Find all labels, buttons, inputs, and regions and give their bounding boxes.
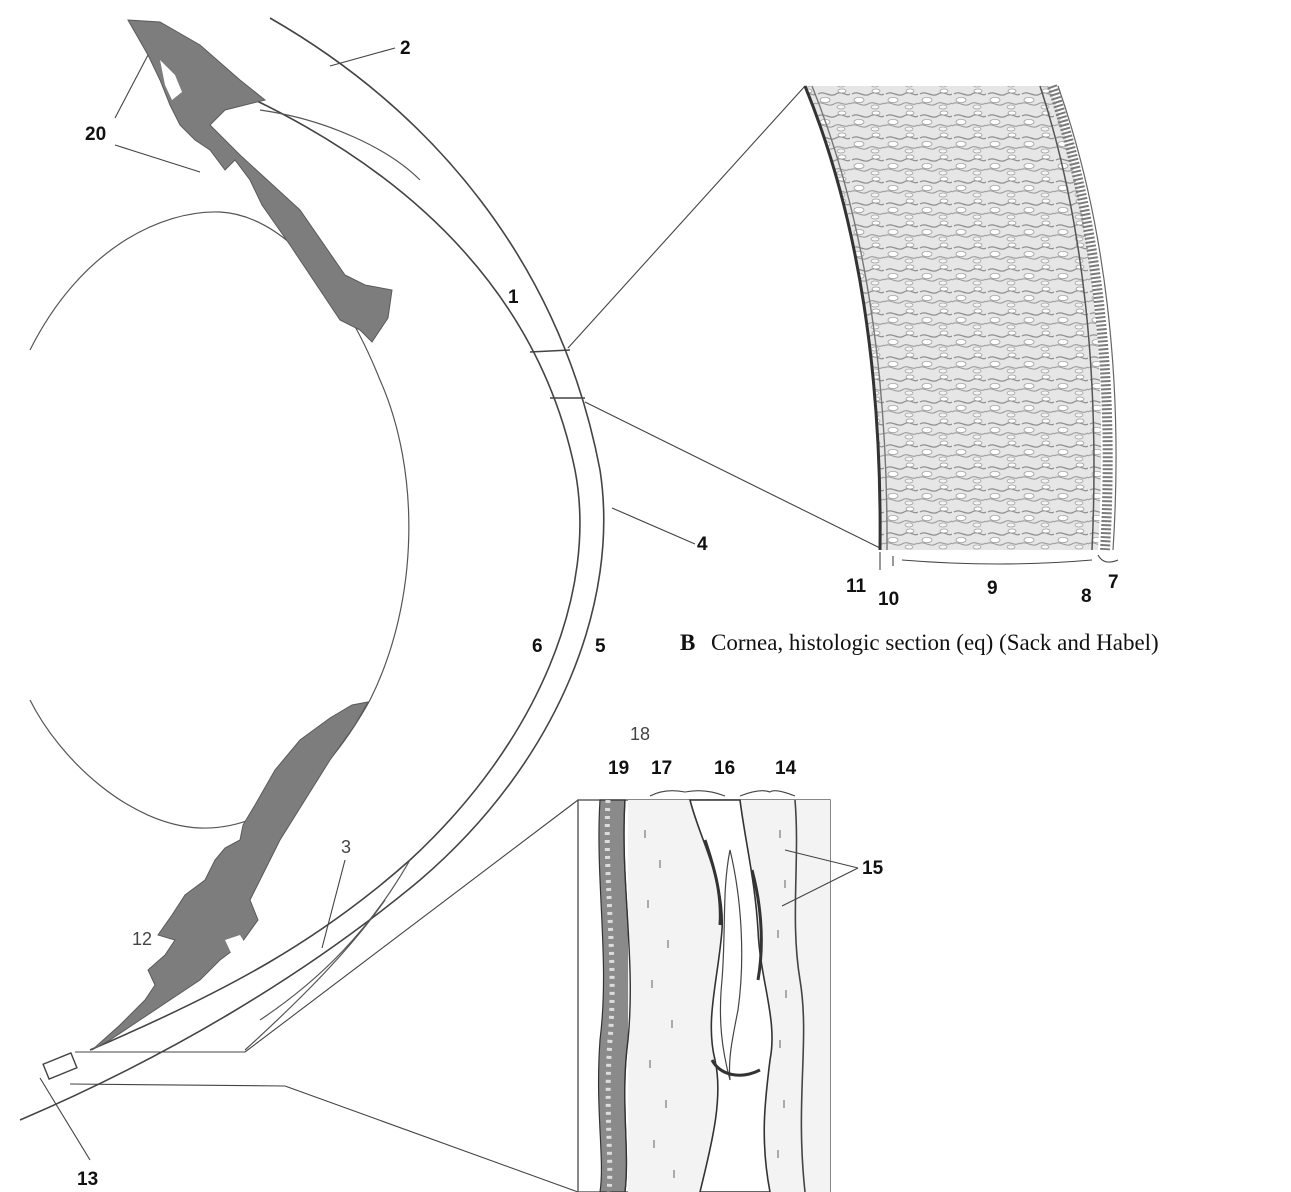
lower-iris-tissue xyxy=(91,701,369,1051)
label-16: 16 xyxy=(714,758,735,779)
lower-scleral-band-2 xyxy=(244,899,386,1051)
endothelium-edge xyxy=(803,85,882,551)
bowman-layer xyxy=(1039,85,1095,551)
label-15: 15 xyxy=(862,858,884,879)
label-13: 13 xyxy=(77,1169,98,1190)
upper-iris-tissue xyxy=(127,19,393,343)
label-4: 4 xyxy=(697,534,708,555)
label-12: 12 xyxy=(132,929,152,949)
eye-section xyxy=(19,17,605,1121)
label-5: 5 xyxy=(595,636,606,657)
label-11: 11 xyxy=(846,576,867,597)
sinus-lumen xyxy=(719,849,743,1081)
label-1: 1 xyxy=(508,287,519,308)
label-17: 17 xyxy=(651,758,672,779)
lens-outline xyxy=(29,211,410,829)
sclera-right-boundary xyxy=(794,799,806,1192)
inset-c-brackets xyxy=(649,790,796,797)
sinus-dark-walls xyxy=(703,839,763,1077)
epithelium-border xyxy=(623,799,631,1192)
zoom-lines-b xyxy=(567,85,881,549)
inset-b-bracket xyxy=(879,552,1119,570)
label-3: 3 xyxy=(341,837,351,857)
cornea-stroma-region xyxy=(805,86,1102,550)
label-19: 19 xyxy=(608,758,629,779)
label-14: 14 xyxy=(775,758,797,779)
upper-iris-detail xyxy=(160,60,182,100)
label-10: 10 xyxy=(878,589,899,610)
caption-text: Cornea, histologic section (eq) (Sack an… xyxy=(711,630,1159,655)
figure-labels: 1 2 3 4 5 6 7 8 9 10 11 12 13 14 15 16 1… xyxy=(77,38,1119,1190)
cornea-histology-inset xyxy=(803,84,1119,570)
lower-iris-detail xyxy=(225,935,248,955)
descemet-membrane xyxy=(811,85,888,551)
leader-lines xyxy=(39,47,859,1161)
epithelium-cells xyxy=(604,799,615,1192)
stroma-fibers xyxy=(644,830,787,1178)
limbus-sample-box xyxy=(42,1052,78,1080)
caption-b: B Cornea, histologic section (eq) (Sack … xyxy=(680,630,1159,655)
label-9: 9 xyxy=(987,578,998,599)
label-20: 20 xyxy=(85,124,106,145)
zoom-lines-c xyxy=(69,799,579,1192)
label-18: 18 xyxy=(630,724,650,744)
limbus-histology-inset xyxy=(577,790,831,1192)
cornea-outer-surface xyxy=(19,17,605,1121)
cornea-inner-surface xyxy=(89,99,581,1051)
corneal-epithelium xyxy=(1047,84,1113,551)
label-8: 8 xyxy=(1081,586,1092,607)
cornea-sample-box xyxy=(529,349,585,399)
epithelium-outer xyxy=(1057,85,1117,551)
lower-scleral-band xyxy=(259,859,411,1021)
label-2: 2 xyxy=(400,38,411,59)
caption-letter: B xyxy=(680,630,695,655)
label-7: 7 xyxy=(1108,572,1119,593)
label-6: 6 xyxy=(532,636,543,657)
iris-margin-line xyxy=(259,109,421,181)
